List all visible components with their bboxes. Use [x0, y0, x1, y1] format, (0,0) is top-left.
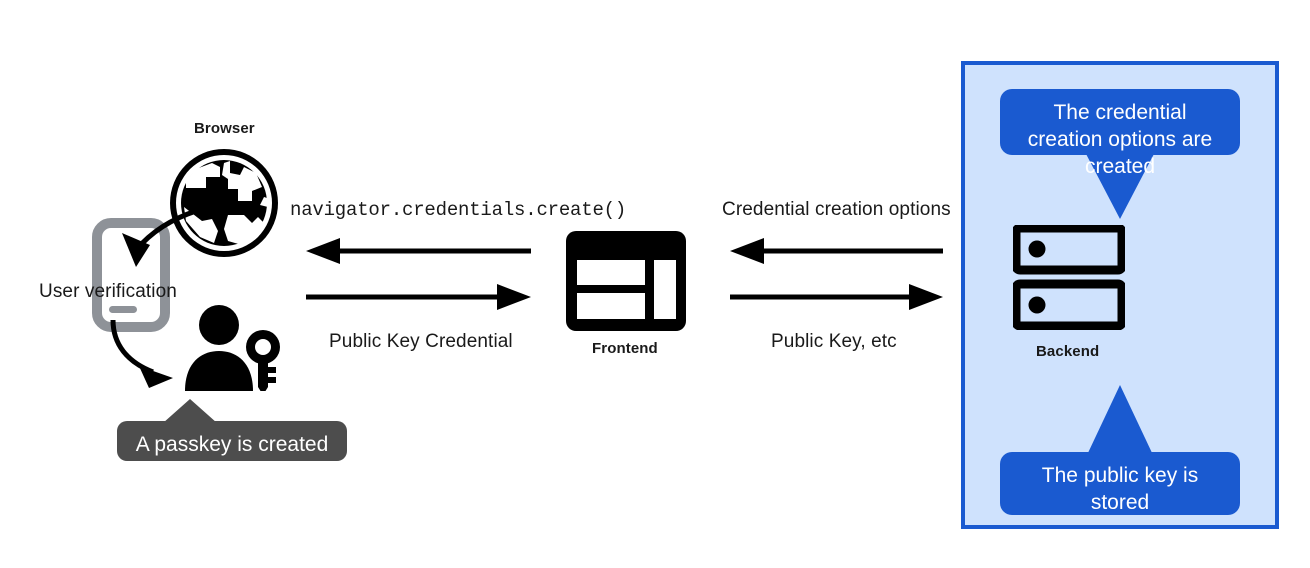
credential-creation-options-label: Credential creation options — [722, 199, 951, 220]
browser-to-phone-connector — [100, 205, 210, 285]
passkey-created-callout: A passkey is created — [117, 421, 347, 461]
public-key-stored-callout-tail — [1087, 385, 1153, 455]
dashboard-layout-icon — [566, 231, 686, 331]
browser-label: Browser — [194, 120, 255, 137]
public-key-credential-label: Public Key Credential — [329, 331, 513, 352]
frontend-label: Frontend — [592, 340, 658, 357]
arrow-backend-to-frontend — [730, 236, 943, 266]
arrow-browser-to-frontend — [306, 282, 531, 312]
public-key-etc-label: Public Key, etc — [771, 331, 897, 352]
credential-options-callout: The credential creation options are crea… — [1000, 89, 1240, 178]
arrow-frontend-to-backend — [730, 282, 943, 312]
passkey-created-callout-tail — [163, 399, 217, 423]
person-with-key-icon — [185, 305, 285, 395]
server-rack-icon — [1011, 223, 1127, 331]
user-verification-label: User verification — [39, 281, 177, 302]
smartphone-icon — [92, 218, 170, 332]
arrow-frontend-to-browser — [306, 236, 531, 266]
navigator-create-label: navigator.credentials.create() — [290, 199, 627, 221]
backend-label: Backend — [1036, 343, 1100, 360]
public-key-stored-callout: The public key is stored — [1000, 452, 1240, 515]
globe-icon — [166, 145, 282, 261]
phone-to-user-connector — [105, 318, 215, 398]
credential-options-callout-tail — [1085, 152, 1155, 219]
